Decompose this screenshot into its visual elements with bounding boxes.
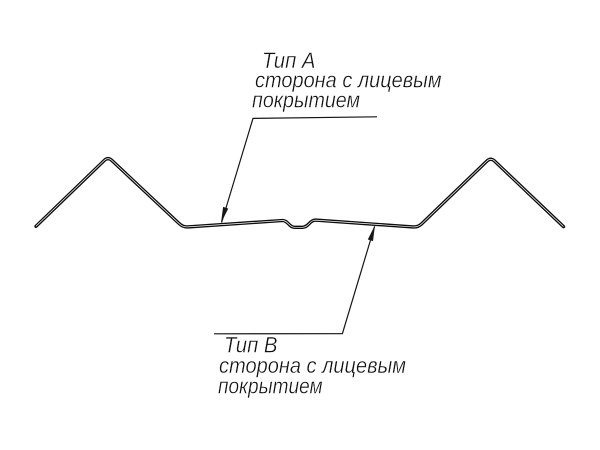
svg-text:покрытием: покрытием <box>218 374 323 399</box>
svg-text:сторона с лицевым: сторона с лицевым <box>255 67 442 92</box>
svg-text:сторона с лицевым: сторона с лицевым <box>219 353 406 378</box>
svg-text:Тип В: Тип В <box>224 333 278 358</box>
svg-text:Тип А: Тип А <box>262 48 316 73</box>
svg-text:покрытием: покрытием <box>252 87 360 112</box>
